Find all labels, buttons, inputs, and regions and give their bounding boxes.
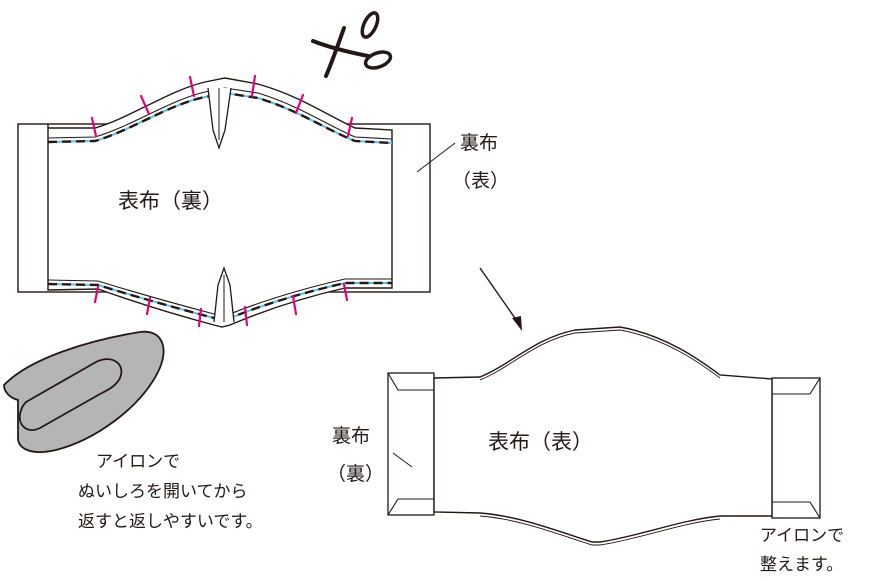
bottom-main-label: 表布（表） xyxy=(488,430,593,454)
top-main-label: 表布（裏） xyxy=(118,189,223,213)
iron-note-line3: 返すと返しやすいです。 xyxy=(78,512,263,532)
left-lining-outline xyxy=(387,372,435,516)
bottom-main-outline xyxy=(433,326,773,543)
bottom-stitch-line xyxy=(47,281,392,322)
top-side-label-line2: （表） xyxy=(452,170,510,192)
finish-note-line1: アイロンで xyxy=(760,526,845,546)
scissors-icon xyxy=(311,11,393,78)
iron-icon xyxy=(3,330,165,453)
top-notches xyxy=(90,74,354,138)
top-main-outline xyxy=(47,77,393,328)
bottom-notches xyxy=(93,282,349,328)
bottom-side-label-line2: （裏） xyxy=(327,463,385,485)
iron-note-line1: アイロンで xyxy=(96,452,181,472)
top-side-leader xyxy=(416,142,456,173)
iron-note-line2: ぬいしろを開いてから xyxy=(78,482,248,502)
bottom-side-leader xyxy=(392,452,413,468)
right-lining-outline xyxy=(771,377,821,519)
top-piece xyxy=(17,74,456,328)
top-side-label-line1: 裏布 xyxy=(460,132,499,154)
bottom-piece xyxy=(387,326,821,546)
finish-note-line2: 整えます。 xyxy=(760,555,844,575)
arrow-icon xyxy=(479,267,522,331)
bottom-side-label-line1: 裏布 xyxy=(332,425,371,447)
